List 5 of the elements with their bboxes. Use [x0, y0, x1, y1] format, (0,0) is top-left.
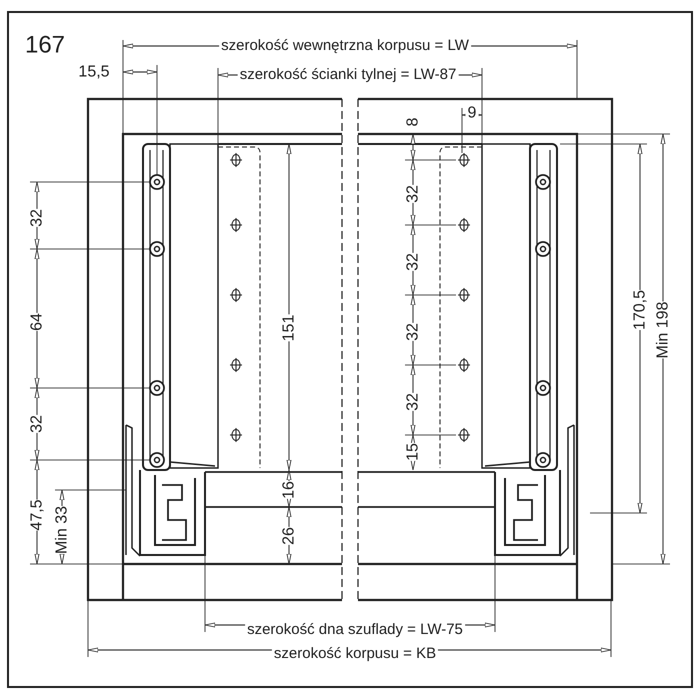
dimension-text: szerokość korpusu = KB: [272, 646, 438, 662]
figure-number: 167: [24, 32, 66, 58]
dimension-text: szerokość dna szuflady = LW-75: [245, 622, 465, 638]
dimension-text: szerokość ścianki tylnej = LW-87: [238, 67, 458, 83]
dimension-text: szerokość wewnętrzna korpusu = LW: [219, 38, 471, 54]
